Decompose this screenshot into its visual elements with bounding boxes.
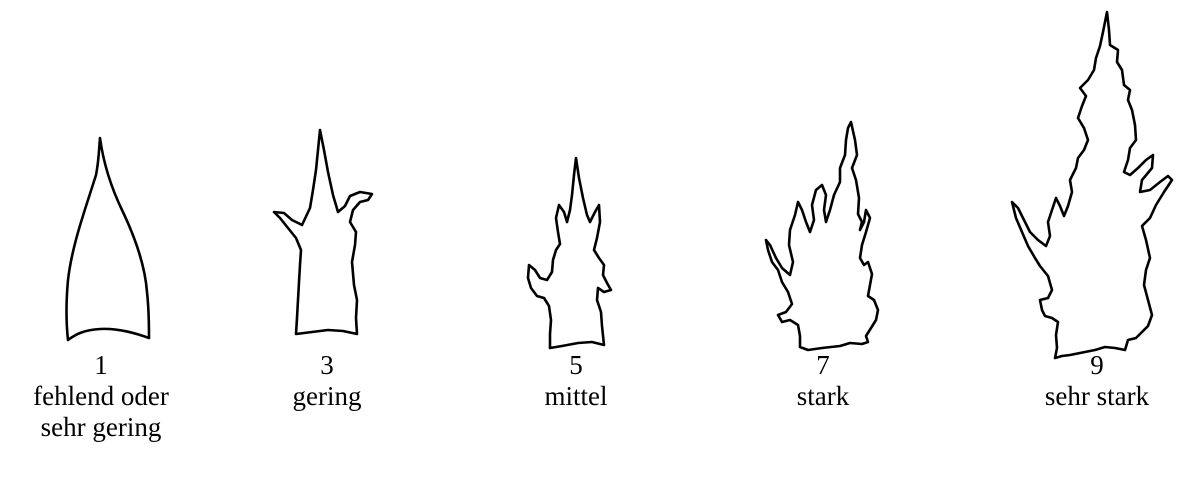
note-number: 3 — [320, 350, 334, 380]
note-number: 7 — [816, 350, 830, 380]
expression-label: sehr stark — [1044, 381, 1150, 411]
expression-label: stark — [796, 381, 850, 411]
leaf-outline-5 — [526, 156, 613, 350]
caption-5: 5 mittel — [466, 350, 686, 412]
expression-label: fehlend oder — [33, 381, 169, 411]
note-number: 9 — [1090, 350, 1104, 380]
caption-9: 9 sehr stark — [987, 350, 1191, 412]
note-number: 5 — [569, 350, 583, 380]
note-number: 1 — [94, 350, 108, 380]
caption-7: 7 stark — [713, 350, 933, 412]
expression-label: mittel — [544, 381, 608, 411]
leaf-outline-1 — [65, 136, 151, 342]
expression-label: gering — [292, 381, 362, 411]
leaf-outline-7 — [764, 120, 880, 352]
leaf-outline-9 — [1010, 10, 1174, 360]
caption-3: 3 gering — [217, 350, 437, 412]
leaf-outline-3 — [272, 128, 374, 336]
expression-label: sehr gering — [40, 412, 162, 442]
caption-1: 1 fehlend oder sehr gering — [0, 350, 211, 443]
